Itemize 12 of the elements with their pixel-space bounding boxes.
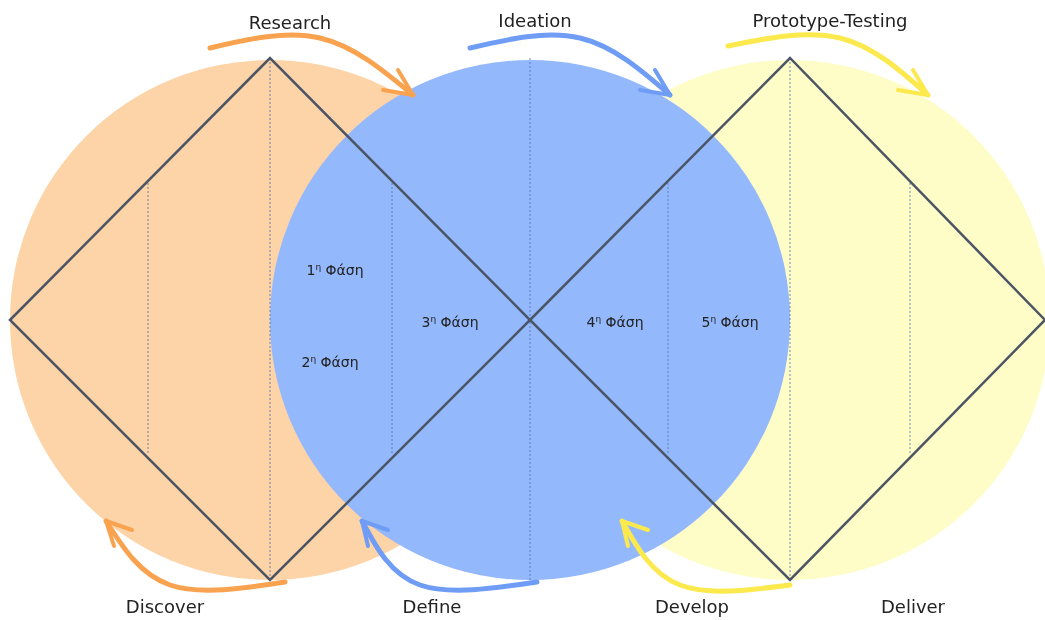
stage-label: Prototype-Testing [752,9,908,31]
phase-label: 5$^{η}$ Φάση [701,313,759,331]
phase-label: 1$^{η}$ Φάση [306,261,364,279]
phase-label: 4$^{η}$ Φάση [586,313,644,331]
phase-label: 2$^{η}$ Φάση [301,353,359,371]
phase-label: 3$^{η}$ Φάση [421,313,479,331]
stage-label: Deliver [880,595,946,617]
stage-label: Research [248,11,332,33]
stage-label: Develop [654,595,730,617]
stage-label: Ideation [498,9,572,31]
stage-label: Define [402,595,462,617]
stage-label: Discover [125,595,205,617]
